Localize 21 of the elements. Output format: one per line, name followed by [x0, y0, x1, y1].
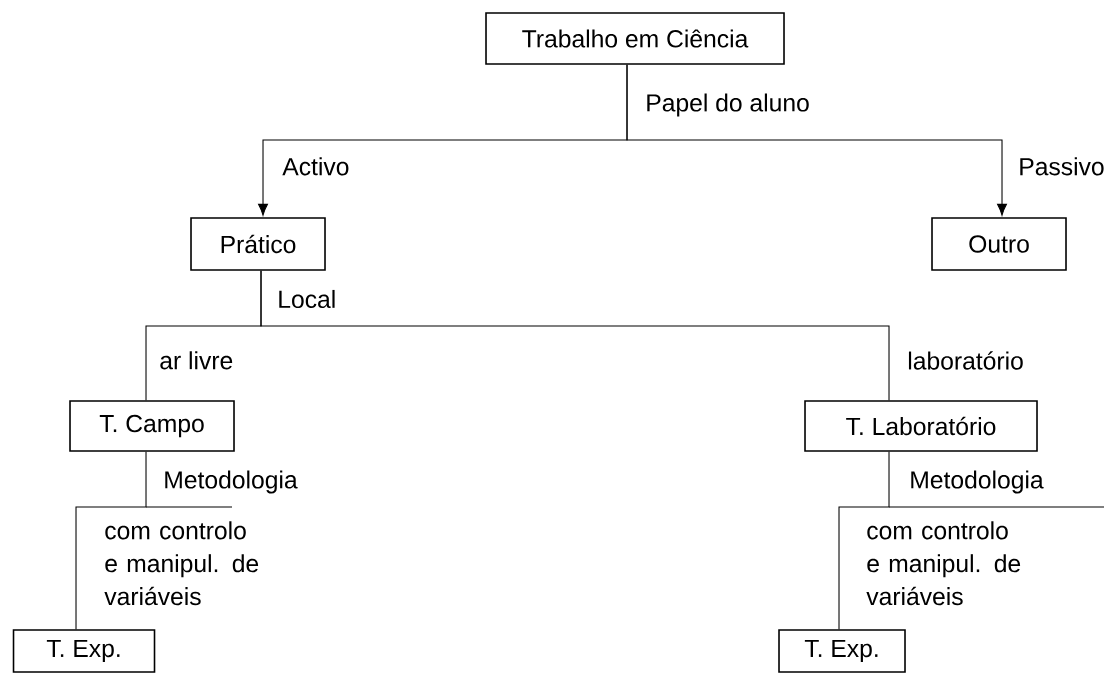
- box: T. Exp.: [778, 629, 906, 673]
- edge-label: laboratório: [908, 351, 1023, 370]
- edge-label: Activo: [282, 157, 349, 176]
- box: T. Exp.: [12, 629, 156, 673]
- edge-label: Passivo: [1020, 157, 1104, 176]
- edge-label: com controlo e manipul. de variáveis: [104, 521, 259, 606]
- connector: [260, 270, 890, 401]
- edge-label: ar livre: [160, 351, 233, 370]
- connector: [838, 451, 890, 630]
- branch-label: Metodologia: [911, 470, 1044, 494]
- edge-label: com controlo e manipul. de variáveis: [866, 521, 1021, 606]
- box: Trabalho em Ciência: [485, 12, 785, 65]
- box: T. Laboratório: [804, 400, 1038, 452]
- branch-label: Metodologia: [165, 470, 298, 494]
- box: Outro: [931, 217, 1067, 271]
- connector: [626, 64, 1007, 216]
- branch-label: Local: [279, 289, 335, 309]
- box: Prático: [190, 217, 326, 271]
- connector: [75, 451, 147, 630]
- branch-label: Papel do aluno: [647, 93, 809, 117]
- box: T. Campo: [69, 400, 235, 452]
